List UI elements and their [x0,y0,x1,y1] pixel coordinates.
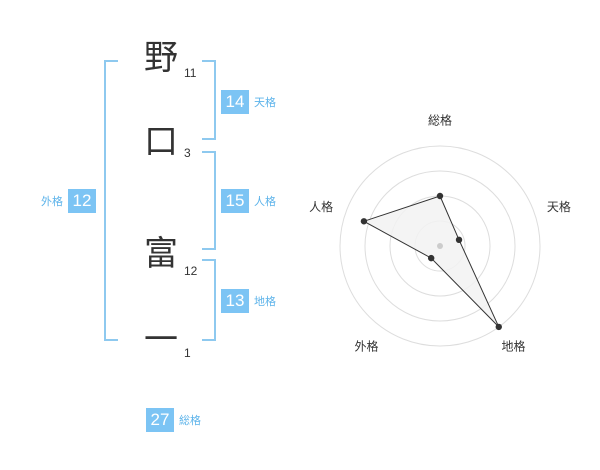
radar-ring-4 [339,145,541,347]
tenkaku-badge: 14 天格 [221,90,276,114]
radar-axis-label-4: 外格 [354,339,378,354]
jinkaku-bracket [202,151,216,250]
stroke-count-1: 11 [184,66,197,80]
radar-center-dot [437,243,443,249]
tenkaku-label: 天格 [254,96,276,109]
radar-point-3 [495,323,502,331]
jinkaku-label: 人格 [254,195,276,208]
tenkaku-bracket [202,60,216,140]
chikaku-badge: 13 地格 [221,289,276,313]
soukaku-value: 27 [146,408,174,432]
name-char-1: 野 [144,38,178,78]
gaikaku-value: 12 [68,189,96,213]
radar-point-5 [360,218,368,225]
jinkaku-badge: 15 人格 [221,189,276,213]
tenkaku-value: 14 [221,90,249,114]
soukaku-label: 総格 [179,414,201,427]
stroke-count-2: 3 [184,146,191,160]
stroke-count-3: 12 [184,264,198,278]
radar-axis-label-5: 人格 [309,199,333,214]
radar-axis-label-1: 総格 [428,113,452,128]
chikaku-value: 13 [221,289,249,313]
radar-ring-3 [364,170,516,322]
soukaku-badge: 27 総格 [146,408,201,432]
radar-point-1 [436,192,444,200]
chikaku-label: 地格 [254,295,276,308]
radar-point-2 [455,236,463,244]
jinkaku-value: 15 [221,189,249,213]
radar-data-area [362,195,500,328]
name-char-2: 口 [144,122,178,162]
name-char-4: 一 [144,320,178,360]
radar-axis-label-2: 天格 [547,199,571,214]
chikaku-bracket [202,259,216,341]
gaikaku-label: 外格 [41,195,63,208]
radar-points [360,192,502,331]
radar-point-4 [427,254,435,262]
gaikaku-bracket [104,60,118,341]
gaikaku-badge: 外格 12 [41,189,96,213]
stroke-count-4: 1 [184,346,191,360]
name-char-3: 富 [144,234,178,274]
radar-axis-label-3: 地格 [501,339,525,354]
